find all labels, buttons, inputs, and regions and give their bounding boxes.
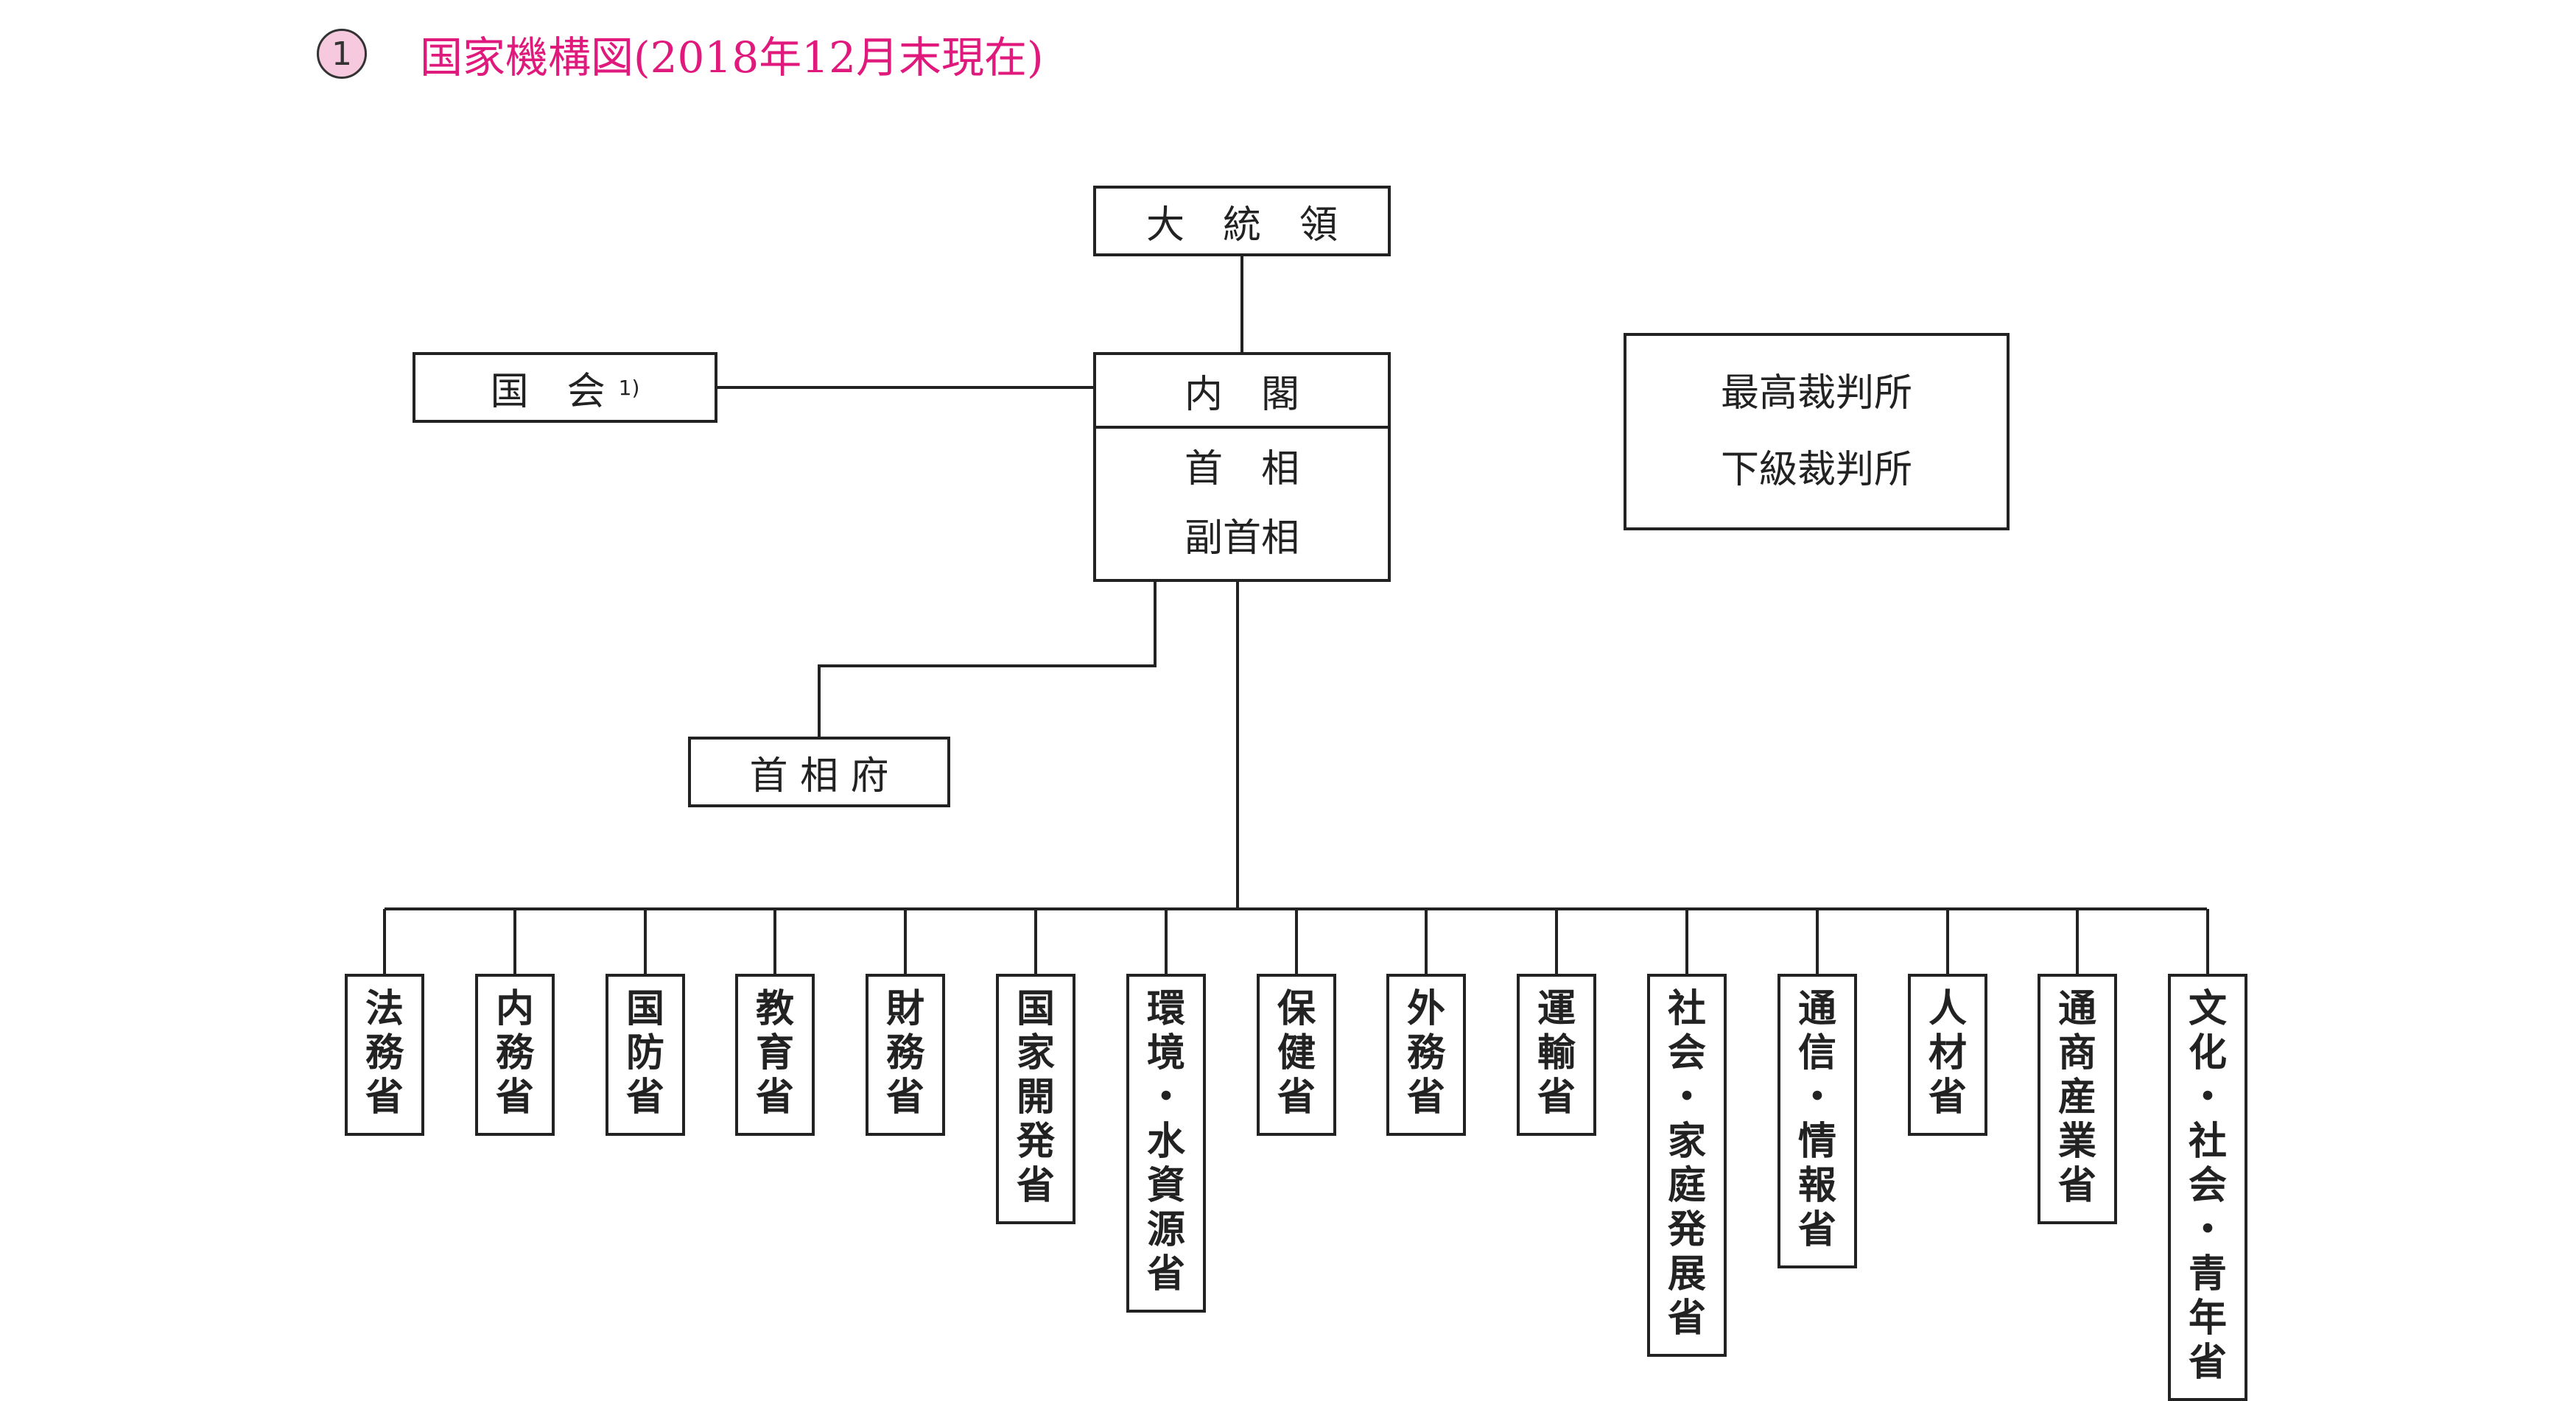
section-number: 1 [317,29,367,79]
line-cabinet-pmoffice [818,582,1157,737]
ministry-box: 法務省 [345,974,424,1136]
ministry-box: 国防省 [606,974,685,1136]
ministry-label: 国防省 [625,987,664,1120]
ministry-label: 文化・社会・青年省 [2188,987,2227,1385]
ministry-box: 通信・情報省 [1777,974,1857,1268]
deputy-prime-minister-label: 副首相 [1184,516,1299,561]
ministry-box: 内務省 [475,974,555,1136]
courts-box: 最高裁判所 下級裁判所 [1624,333,2010,530]
ministry-box: 環境・水資源省 [1126,974,1206,1313]
ministry-box: 教育省 [735,974,815,1136]
pm-office-box: 首 相 府 [688,737,950,807]
ministry-label: 法務省 [365,987,404,1120]
cabinet-label: 内 閣 [1184,372,1299,417]
cabinet-box: 内 閣 [1093,352,1391,429]
ministry-drop-lines [383,909,2209,974]
cabinet-members-box: 首 相 副首相 [1093,426,1391,582]
president-box: 大 統 領 [1093,186,1391,256]
ministry-box: 人材省 [1908,974,1987,1136]
ministry-label: 通信・情報省 [1797,987,1836,1252]
lower-courts-label: 下級裁判所 [1720,448,1912,492]
ministry-label: 外務省 [1406,987,1445,1120]
ministry-label: 財務省 [885,987,924,1120]
ministry-box: 社会・家庭発展省 [1647,974,1727,1357]
diagram-heading: 1 国家機構図(2018年12月末現在) [317,21,1044,87]
ministry-box: 外務省 [1386,974,1466,1136]
ministry-label: 国家開発省 [1016,987,1055,1208]
parliament-box: 国 会 1) [413,352,717,423]
parliament-label: 国 会 [490,369,606,414]
ministry-label: 保健省 [1277,987,1316,1120]
ministry-box: 文化・社会・青年省 [2168,974,2247,1401]
prime-minister-label: 首 相 [1184,447,1299,491]
ministry-label: 社会・家庭発展省 [1667,987,1706,1341]
president-label: 大 統 領 [1145,203,1338,247]
ministry-label: 人材省 [1928,987,1967,1120]
ministry-label: 運輸省 [1537,987,1576,1120]
ministry-box: 通商産業省 [2038,974,2117,1224]
ministry-label: 内務省 [495,987,534,1120]
pm-office-label: 首 相 府 [749,754,889,798]
ministry-box: 保健省 [1257,974,1336,1136]
ministry-box: 財務省 [866,974,945,1136]
ministry-label: 環境・水資源省 [1146,987,1185,1296]
ministry-label: 教育省 [755,987,794,1120]
supreme-court-label: 最高裁判所 [1720,371,1912,415]
parliament-note: 1) [618,375,640,400]
ministry-box: 国家開発省 [996,974,1075,1224]
diagram-title: 国家機構図(2018年12月末現在) [420,32,1044,82]
ministry-label: 通商産業省 [2057,987,2096,1208]
ministry-box: 運輸省 [1517,974,1596,1136]
